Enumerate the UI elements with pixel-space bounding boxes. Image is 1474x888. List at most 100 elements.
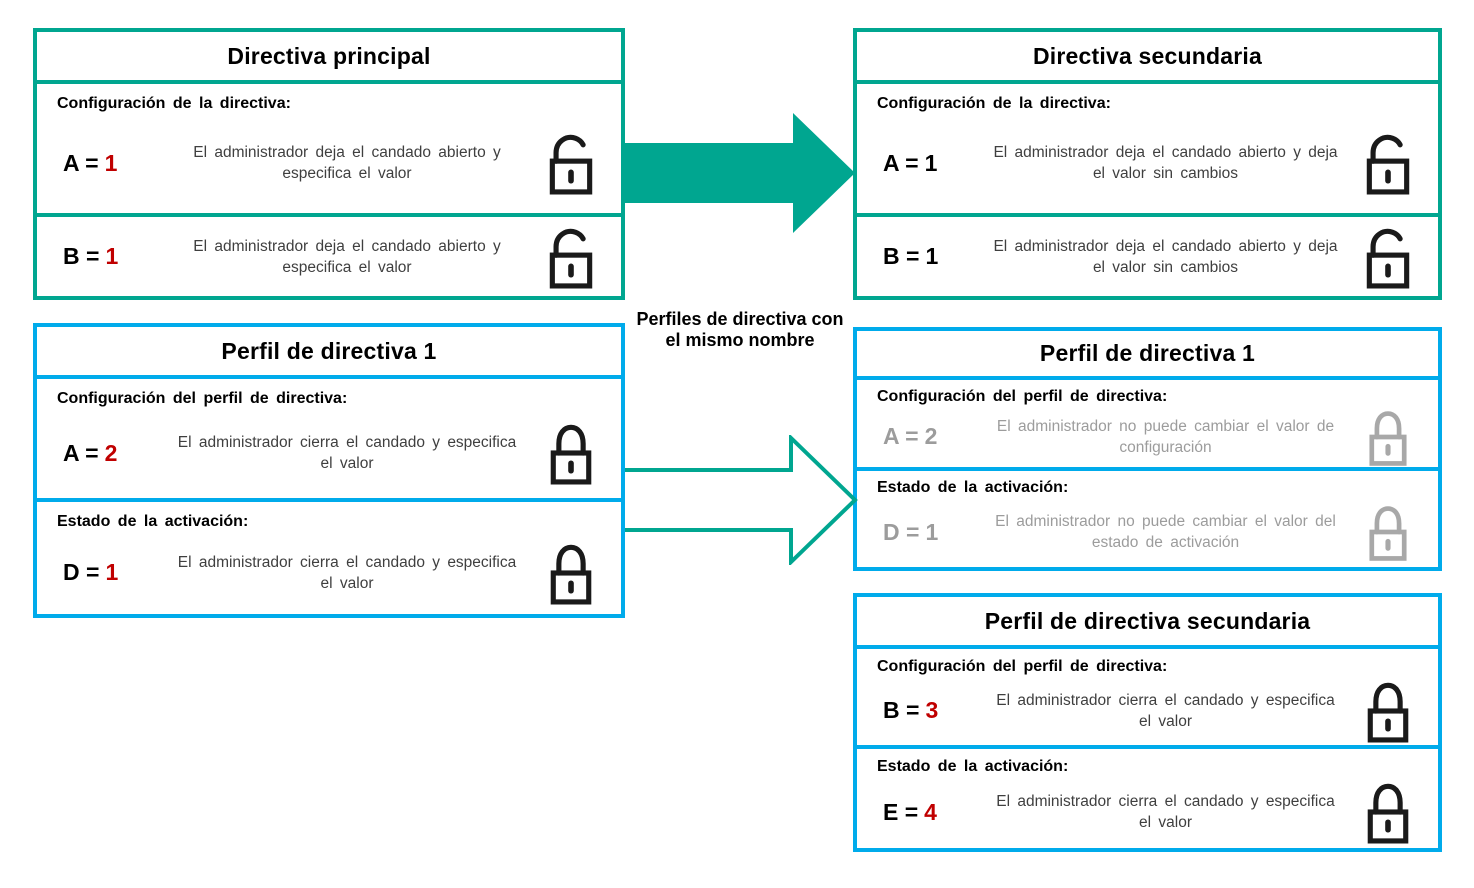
setting-description: El administrador deja el candado abierto… (193, 144, 501, 182)
section-heading: Estado de la activación: (877, 758, 1069, 775)
lock-cell (527, 225, 615, 289)
lock-cell (1344, 780, 1432, 844)
panel-header: Perfil de directiva secundaria (857, 597, 1438, 645)
equation-value: 1 (925, 243, 939, 269)
setting-equation: B =1 (857, 243, 987, 270)
panel-header: Perfil de directiva 1 (857, 331, 1438, 376)
open-padlock-icon (1360, 131, 1416, 195)
setting-equation: A =2 (857, 423, 987, 450)
lock-cell (1344, 408, 1432, 466)
lock-cell (1344, 225, 1432, 289)
section-activation-state: Estado de la activación: D =1 El adminis… (857, 467, 1438, 567)
section-profile-setting: Configuración del perfil de directiva: B… (857, 645, 1438, 745)
panel-title: Perfil de directiva 1 (221, 337, 437, 364)
equation-value: 1 (925, 518, 939, 545)
setting-description: El administrador deja el candado abierto… (193, 237, 501, 276)
equation-value: 1 (104, 149, 118, 176)
panel-header: Perfil de directiva 1 (37, 327, 621, 375)
equation-label: D = (883, 518, 920, 545)
open-padlock-icon (1360, 225, 1416, 289)
equation-label: A = (883, 149, 919, 176)
panel-secondary-policy-profile: Perfil de directiva secundaria Configura… (853, 593, 1442, 852)
closed-padlock-icon (1362, 503, 1414, 561)
lock-cell (1344, 131, 1432, 195)
section-policy-setting-b: B =1 El administrador deja el candado ab… (37, 213, 621, 296)
equation-label: B = (883, 697, 920, 723)
panel-policy-profile-1: Perfil de directiva 1 Configuración del … (33, 323, 625, 618)
setting-description: El administrador cierra el candado y esp… (177, 553, 517, 592)
lock-cell (1344, 503, 1432, 561)
section-activation-state: Estado de la activación: D =1 El adminis… (37, 498, 621, 614)
setting-equation: A =1 (857, 150, 987, 177)
setting-description: El administrador cierra el candado y esp… (996, 691, 1335, 730)
panel-main-policy: Directiva principal Configuración de la … (33, 28, 625, 300)
panel-title: Perfil de directiva secundaria (984, 607, 1311, 634)
equation-label: E = (883, 798, 919, 825)
inheritance-arrow-outline (625, 435, 858, 565)
setting-row: B =1 El administrador deja el candado ab… (857, 217, 1438, 296)
inheritance-arrow-solid (625, 113, 855, 233)
equation-label: B = (883, 243, 920, 269)
setting-row: A =1 El administrador deja el candado ab… (857, 113, 1438, 213)
setting-description: El administrador cierra el candado y esp… (996, 793, 1335, 831)
equation-label: D = (63, 559, 100, 585)
panel-policy-profile-1-applied: Perfil de directiva 1 Configuración del … (853, 327, 1442, 571)
section-profile-setting: Configuración del perfil de directiva: A… (37, 375, 621, 498)
equation-label: A = (883, 423, 919, 449)
panel-title: Perfil de directiva 1 (1039, 340, 1256, 366)
section-heading: Estado de la activación: (57, 513, 249, 530)
section-heading: Configuración de la directiva: (877, 95, 1111, 112)
lock-cell (527, 421, 615, 485)
setting-row: A =2 El administrador cierra el candado … (37, 408, 621, 498)
closed-padlock-icon (1360, 780, 1416, 844)
section-policy-setting-a: Configuración de la directiva: A =1 El a… (37, 80, 621, 213)
panel-title: Directiva principal (227, 42, 431, 69)
setting-equation: B =1 (37, 243, 167, 270)
equation-value: 3 (925, 697, 939, 723)
section-heading: Configuración de la directiva: (57, 95, 291, 112)
section-heading: Configuración del perfil de directiva: (57, 390, 348, 407)
setting-equation: E =4 (857, 799, 987, 826)
section-heading: Configuración del perfil de directiva: (877, 658, 1168, 675)
lock-cell (527, 541, 615, 605)
setting-row: E =4 El administrador cierra el candado … (857, 776, 1438, 848)
setting-description: El administrador cierra el candado y esp… (177, 434, 517, 472)
setting-description: El administrador no puede cambiar el val… (995, 513, 1336, 551)
setting-row: A =2 El administrador no puede cambiar e… (857, 406, 1438, 467)
closed-padlock-icon (543, 421, 599, 485)
equation-label: A = (63, 149, 99, 176)
section-heading: Configuración del perfil de directiva: (877, 388, 1168, 405)
equation-value: 4 (924, 798, 937, 825)
setting-equation: A =2 (37, 440, 167, 467)
equation-label: B = (63, 243, 100, 269)
setting-row: D =1 El administrador cierra el candado … (37, 531, 621, 614)
arrow-label: Perfiles de directiva con el mismo nombr… (636, 309, 844, 350)
closed-padlock-icon (1362, 408, 1414, 466)
equation-value: 1 (105, 559, 119, 585)
equation-value: 1 (105, 243, 119, 269)
panel-secondary-policy: Directiva secundaria Configuración de la… (853, 28, 1442, 300)
section-activation-state: Estado de la activación: E =4 El adminis… (857, 745, 1438, 848)
setting-equation: B =3 (857, 697, 987, 724)
setting-row: B =3 El administrador cierra el candado … (857, 676, 1438, 745)
closed-padlock-icon (543, 541, 599, 605)
setting-description: El administrador no puede cambiar el val… (996, 417, 1335, 456)
panel-header: Directiva secundaria (857, 32, 1438, 80)
setting-equation: D =1 (857, 519, 987, 546)
setting-row: B =1 El administrador deja el candado ab… (37, 217, 621, 296)
open-padlock-icon (543, 131, 599, 195)
setting-equation: D =1 (37, 559, 167, 586)
open-padlock-icon (543, 225, 599, 289)
setting-row: D =1 El administrador no puede cambiar e… (857, 497, 1438, 567)
setting-row: A =1 El administrador deja el candado ab… (37, 113, 621, 213)
section-heading: Estado de la activación: (877, 479, 1069, 496)
section-policy-setting-a: Configuración de la directiva: A =1 El a… (857, 80, 1438, 213)
closed-padlock-icon (1360, 679, 1416, 743)
panel-title: Directiva secundaria (1032, 42, 1262, 69)
section-policy-setting-b: B =1 El administrador deja el candado ab… (857, 213, 1438, 296)
setting-description: El administrador deja el candado abierto… (993, 237, 1338, 276)
setting-description: El administrador deja el candado abierto… (993, 144, 1338, 182)
lock-cell (1344, 679, 1432, 743)
equation-value: 2 (104, 439, 118, 466)
